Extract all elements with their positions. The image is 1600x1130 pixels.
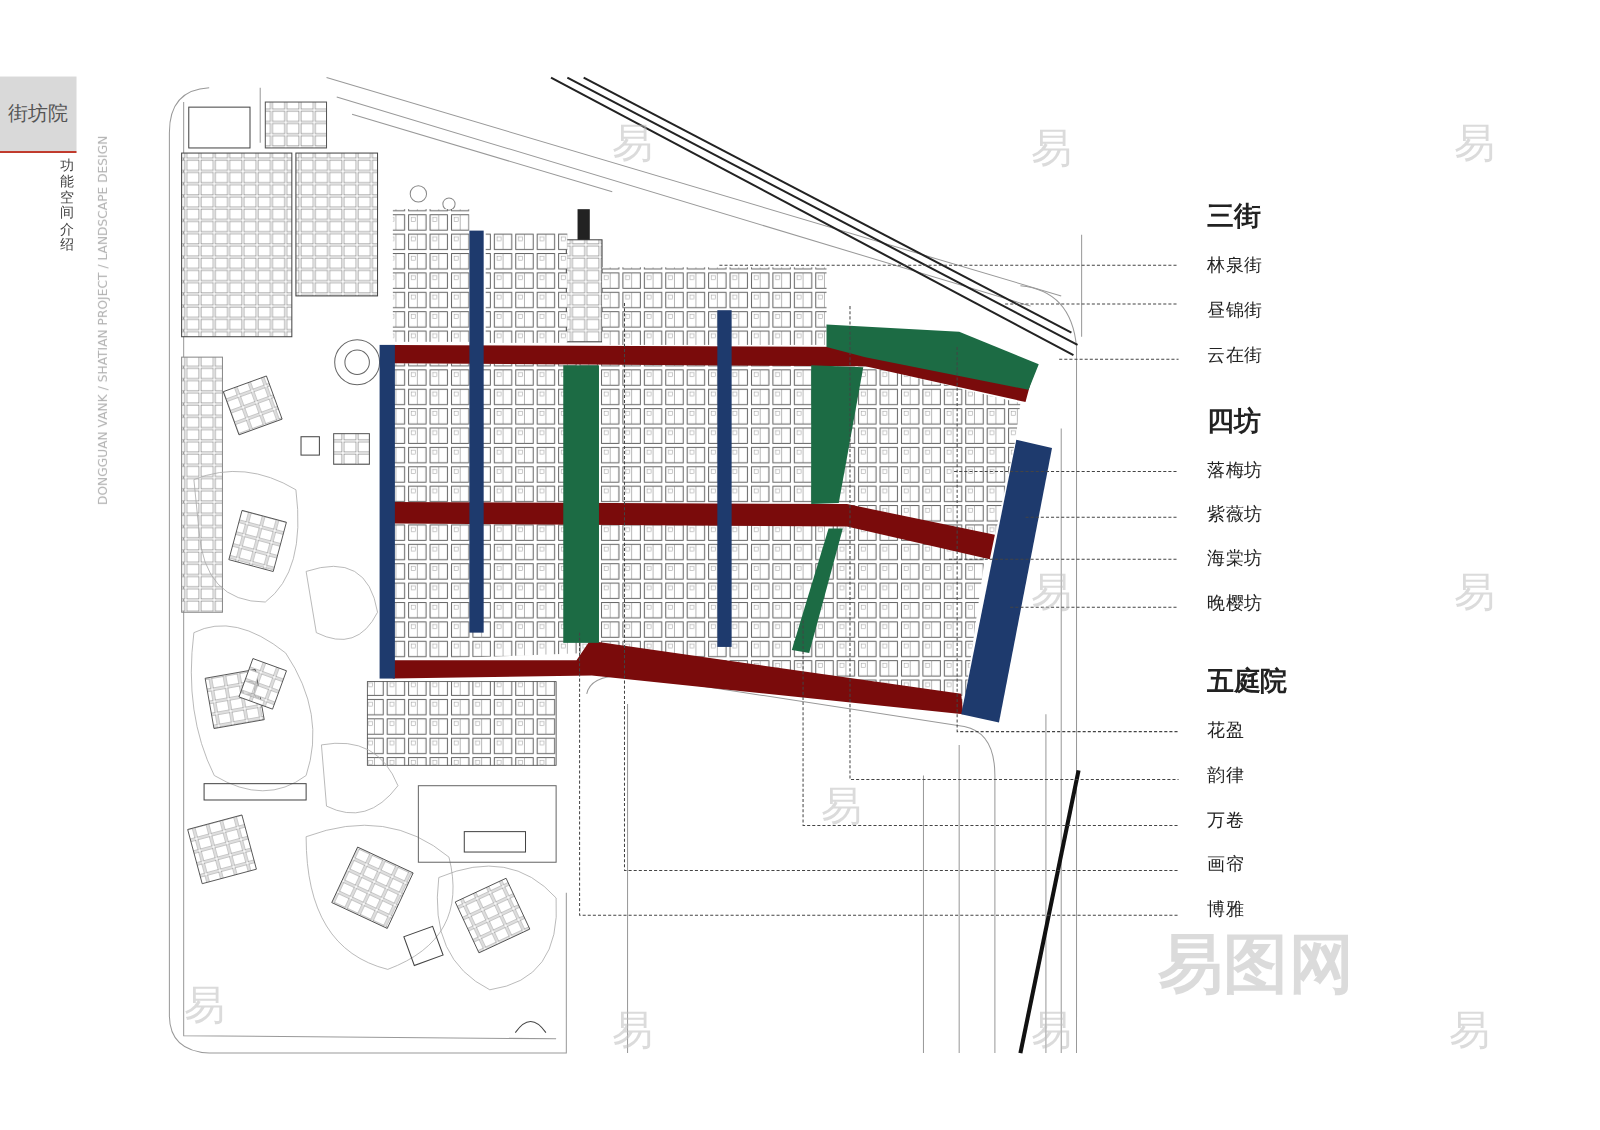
courtyard-label: 万卷 bbox=[1207, 807, 1244, 831]
lane-label: 海棠坊 bbox=[1207, 546, 1262, 570]
section-heading: 四坊 bbox=[1207, 404, 1260, 440]
watermark: 易 bbox=[1454, 115, 1495, 171]
street-label: 林泉街 bbox=[1207, 253, 1262, 277]
watermark: 易 bbox=[1454, 564, 1495, 620]
watermark: 易 bbox=[1449, 1003, 1490, 1059]
courtyard-label: 花盈 bbox=[1207, 717, 1244, 741]
lane-label: 紫薇坊 bbox=[1207, 502, 1262, 526]
section-heading: 三街 bbox=[1207, 198, 1260, 234]
watermark: 易 bbox=[821, 778, 862, 834]
project-name: DONGGUAN VANK / SHATIAN PROJECT / LANDSC… bbox=[96, 133, 111, 505]
courtyard-label: 画帘 bbox=[1207, 852, 1244, 876]
courtyard-label: 博雅 bbox=[1207, 897, 1244, 921]
watermark: 易 bbox=[184, 977, 225, 1033]
lane-label: 晚樱坊 bbox=[1207, 591, 1262, 615]
lane-label: 落梅坊 bbox=[1207, 457, 1262, 481]
section-heading: 五庭院 bbox=[1207, 664, 1287, 700]
courtyard-label: 韵律 bbox=[1207, 762, 1244, 786]
watermark: 易 bbox=[1031, 1003, 1072, 1059]
watermark: 易图网 bbox=[1158, 920, 1354, 1009]
watermark: 易 bbox=[1031, 564, 1072, 620]
watermark: 易 bbox=[612, 1003, 653, 1059]
street-label: 云在街 bbox=[1207, 343, 1262, 367]
watermark: 易 bbox=[1031, 120, 1072, 176]
watermark: 易 bbox=[612, 115, 653, 171]
title-tab: 街坊院 bbox=[0, 77, 77, 151]
tab-text: 街坊院 bbox=[8, 100, 69, 128]
street-label: 昼锦街 bbox=[1207, 298, 1262, 322]
vertical-subtitle: 功能空间介绍 bbox=[60, 158, 74, 252]
